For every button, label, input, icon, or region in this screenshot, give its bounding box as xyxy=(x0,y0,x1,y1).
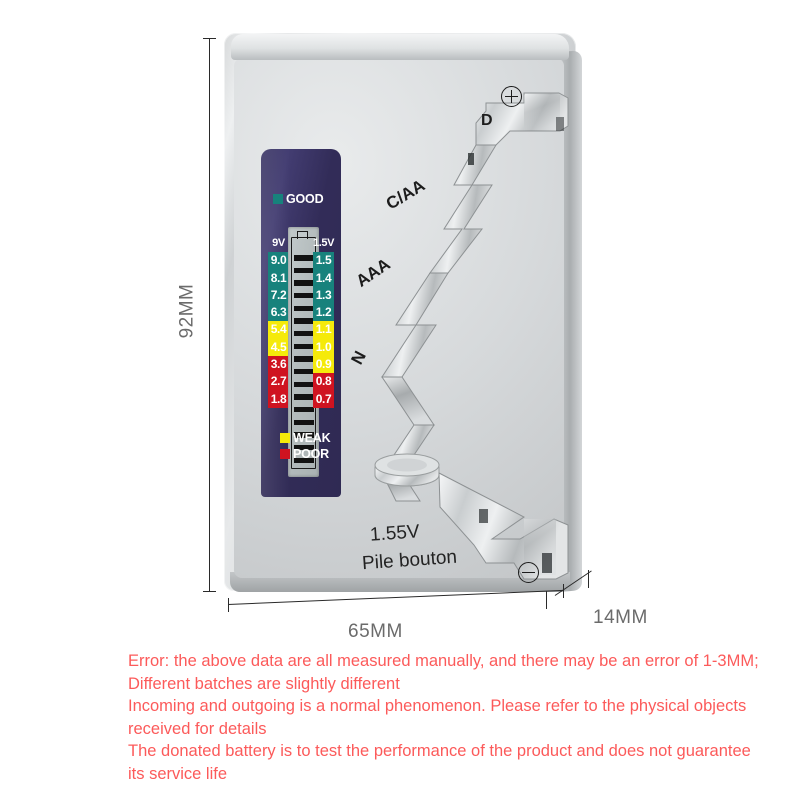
notice-line: Incoming and outgoing is a normal phenom… xyxy=(128,697,747,715)
plus-symbol-icon xyxy=(501,86,522,107)
dim-width-tick-left xyxy=(228,598,229,612)
device-top-bevel xyxy=(231,34,569,60)
battery-bargraph-segments xyxy=(293,255,314,463)
dim-depth-tick-b xyxy=(588,570,589,588)
scale-cell: 1.2 xyxy=(313,304,334,322)
voltage-scale-9v: 9V 9.0 8.1 7.2 6.3 5.4 4.5 3.6 2.7 1.8 xyxy=(268,235,289,408)
notice-line: The donated battery is to test the perfo… xyxy=(128,742,751,760)
product-photo: 92MM xyxy=(176,33,648,642)
dim-width-tick-right xyxy=(563,584,564,598)
dim-depth-tick-a xyxy=(546,591,547,609)
bargraph-segment xyxy=(293,368,314,375)
dim-depth-label: 14MM xyxy=(593,607,648,628)
bargraph-segment xyxy=(293,419,314,426)
dim-height-line xyxy=(209,38,210,592)
scale-cell: 1.1 xyxy=(313,321,334,339)
legend-good-label: GOOD xyxy=(286,192,324,206)
bargraph-segment xyxy=(293,267,314,274)
scale-cell: 2.7 xyxy=(268,373,289,391)
battery-terminal-nub xyxy=(296,231,308,239)
bargraph-segment xyxy=(293,457,314,463)
legend-poor: POOR xyxy=(280,448,329,461)
bargraph-segment xyxy=(293,381,314,388)
scale-cell: 1.3 xyxy=(313,286,334,305)
voltage-scale-1-5v: 1.5V 1.5 1.4 1.3 1.2 1.1 1.0 0.9 0.8 0.7 xyxy=(313,235,334,408)
bargraph-segment xyxy=(293,305,314,312)
legend-poor-swatch xyxy=(280,449,290,460)
scale-cell: 9.0 xyxy=(268,252,289,270)
notice-text-block: Error: the above data are all measured m… xyxy=(128,650,788,785)
bargraph-segment xyxy=(293,343,314,350)
scale-cell: 8.1 xyxy=(268,269,289,287)
scale-cell: 3.6 xyxy=(268,356,289,374)
minus-symbol-icon xyxy=(518,562,539,583)
bargraph-segment xyxy=(293,394,314,400)
legend-weak-label: WEAK xyxy=(293,431,331,445)
scale-cell: 4.5 xyxy=(268,338,289,357)
scale-cell: 1.0 xyxy=(313,338,334,357)
scale-header-9v: 9V xyxy=(272,237,285,249)
scale-cell: 0.8 xyxy=(313,373,334,391)
notice-line: Different batches are slightly different xyxy=(128,674,400,693)
bargraph-segment xyxy=(293,330,314,337)
scale-cell: 0.9 xyxy=(313,356,334,374)
scale-cell: 1.5 xyxy=(313,252,334,270)
label-battery-d: D xyxy=(481,112,493,129)
bargraph-segment xyxy=(293,292,314,299)
scale-cell: 1.8 xyxy=(268,390,289,408)
dim-width-line xyxy=(227,589,564,605)
dim-width-label: 65MM xyxy=(348,621,403,642)
bargraph-segment xyxy=(293,356,314,362)
bargraph-segment xyxy=(293,318,314,324)
bargraph-segment xyxy=(293,444,314,451)
dim-height-label: 92MM xyxy=(176,283,198,339)
scale-cell: 5.4 xyxy=(268,321,289,339)
scale-cell: 1.4 xyxy=(313,269,334,287)
dim-height-tick-bottom xyxy=(203,591,216,592)
dim-height-tick-top xyxy=(203,38,216,39)
scale-cell: 0.7 xyxy=(313,390,334,408)
legend-weak: WEAK xyxy=(280,431,331,445)
scale-cell: 7.2 xyxy=(268,286,289,305)
legend-weak-swatch xyxy=(280,433,290,444)
scale-cell: 6.3 xyxy=(268,304,289,322)
bargraph-segment xyxy=(293,280,314,286)
bargraph-segment xyxy=(293,255,314,261)
scale-header-1-5v: 1.5V xyxy=(313,237,335,249)
legend-poor-label: POOR xyxy=(293,447,330,461)
legend-good: GOOD xyxy=(273,192,324,206)
notice-line: received for details xyxy=(128,719,267,738)
notice-line: Error: the above data are all measured m… xyxy=(128,652,759,670)
notice-line: its service life xyxy=(128,764,228,783)
lcd-display: GOOD 9V 9.0 8.1 7.2 6.3 5.4 4.5 3.6 2.7 … xyxy=(261,149,341,497)
label-button-cell-voltage: 1.55V xyxy=(369,521,421,546)
bargraph-segment xyxy=(293,432,314,438)
legend-good-swatch xyxy=(273,194,283,205)
battery-contact-arm xyxy=(374,92,569,580)
bargraph-segment xyxy=(293,406,314,413)
